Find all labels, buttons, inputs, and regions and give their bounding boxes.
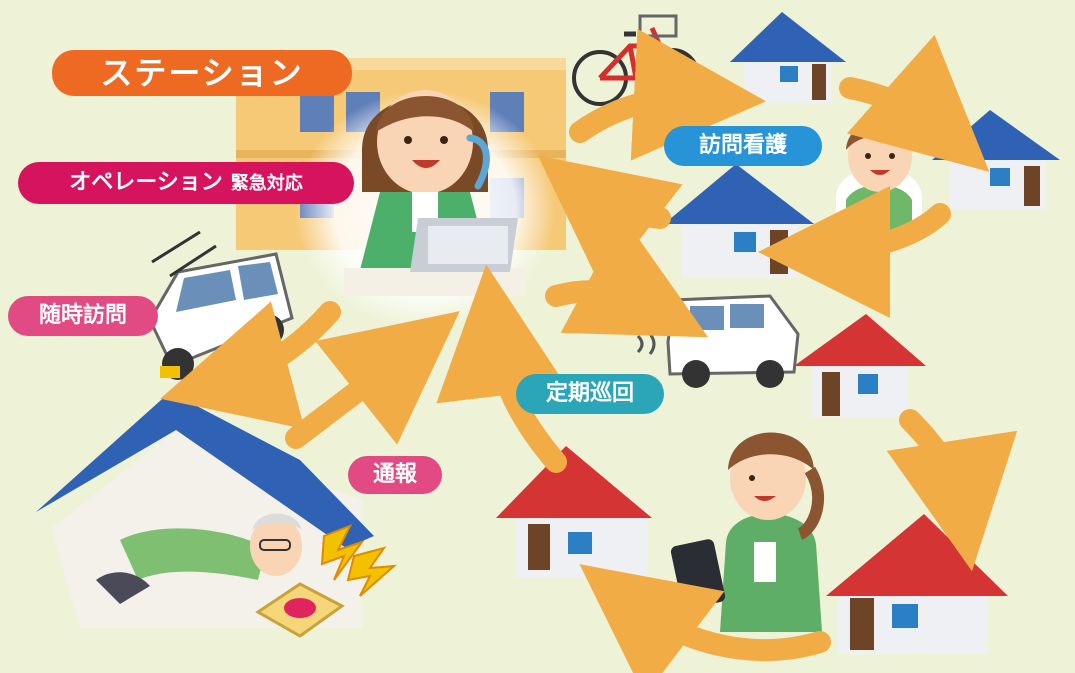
report-label: 通報 (348, 456, 442, 494)
operation-label-text: オペレーション (69, 170, 223, 195)
house-top-3 (664, 164, 814, 278)
flow-arrows (160, 28, 1018, 673)
station-label: ステーション (52, 50, 352, 96)
visit-nursing-label: 訪問看護 (664, 126, 822, 166)
caregiver-person (670, 432, 825, 632)
lightning-icon (320, 524, 397, 597)
van-right (636, 294, 800, 388)
arrow-red1-to-red3 (886, 409, 1018, 572)
house-top-1 (730, 12, 846, 103)
alert-button-device (255, 582, 345, 638)
house-red-1 (794, 314, 926, 418)
arrow-house3-to-station (537, 155, 683, 289)
elderly-man (96, 513, 302, 604)
arrow-red2-to-station (436, 264, 568, 473)
emergency-response-label: 緊急対応 (230, 173, 303, 194)
operator-person (295, 90, 555, 330)
house-top-2 (932, 110, 1060, 210)
arrow-elder-to-station (285, 311, 460, 449)
operation-label: オペレーション緊急対応 (18, 162, 354, 204)
nurse-person (836, 120, 922, 236)
house-red-2 (496, 446, 652, 578)
arrow-station-to-van (545, 216, 709, 338)
arrow-house1-to-house2 (839, 34, 990, 172)
house-red-3 (826, 514, 1008, 654)
arrow-station-to-bike (569, 28, 766, 161)
arrow-house2-to-house3 (758, 185, 951, 318)
regular-patrol-label: 定期巡回 (516, 374, 664, 414)
on-demand-visit-label: 随時訪問 (8, 296, 158, 336)
arrow-red3-to-red2 (579, 564, 831, 673)
